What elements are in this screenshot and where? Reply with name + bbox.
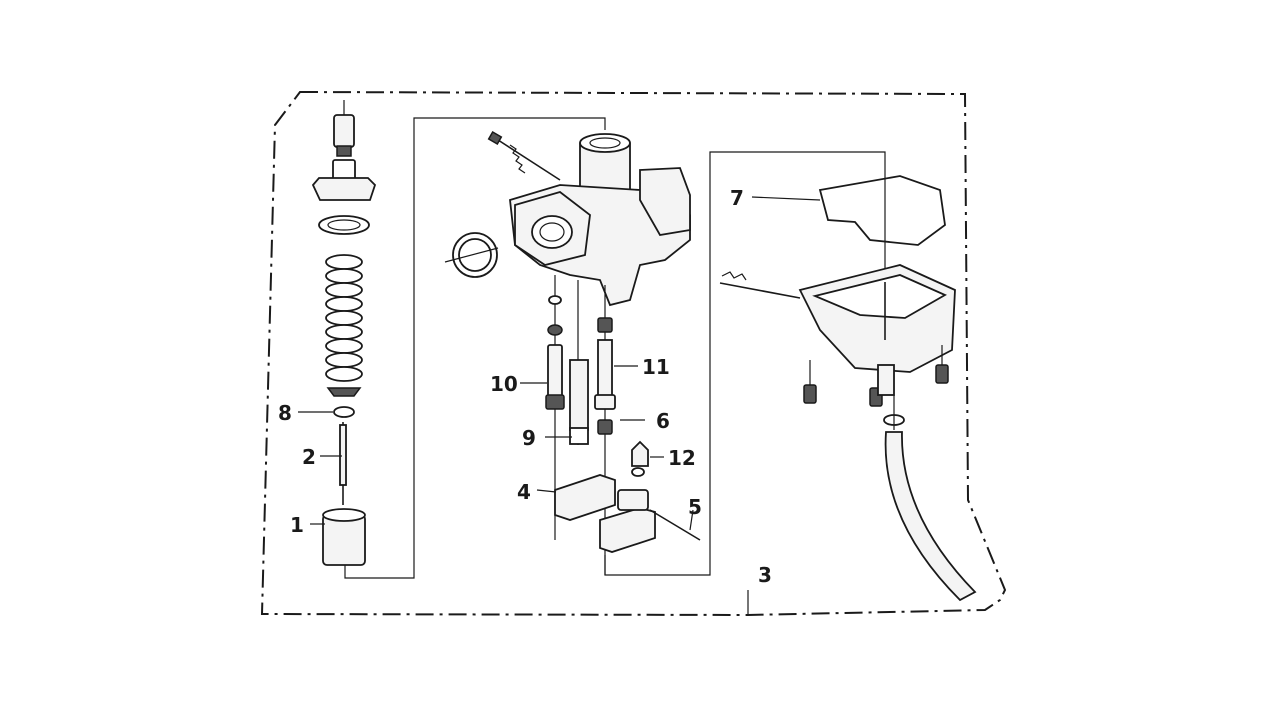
callout-labels: 1 2 3 4 5 6 7 8 9 10 11 12 [278,186,772,587]
callout-6: 6 [656,409,670,433]
callout-2: 2 [302,445,316,469]
callout-4: 4 [517,480,531,504]
callout-9: 9 [522,426,536,450]
callout-5: 5 [688,495,702,519]
throttle-slide-group [311,100,606,579]
callout-3: 3 [758,563,772,587]
callout-7: 7 [730,186,744,210]
spring [325,254,363,382]
carburetor-body [444,131,711,576]
callout-12: 12 [668,446,696,470]
callout-1: 1 [290,513,304,537]
leader-lines [298,196,821,615]
callout-11: 11 [642,355,670,379]
callout-8: 8 [278,401,292,425]
assembly-boundary [260,90,1007,617]
callout-10: 10 [490,372,518,396]
float-bowl-group [709,151,977,602]
